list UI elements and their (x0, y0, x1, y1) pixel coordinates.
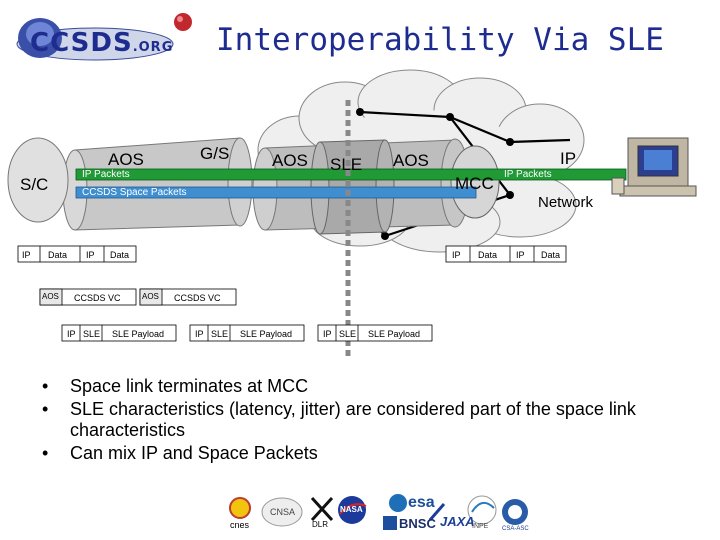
nasa-logo-text: NASA (340, 505, 363, 514)
network-nodes (356, 108, 514, 240)
aos-middle-label: AOS (272, 151, 308, 170)
stack-ip-label: IP (22, 250, 31, 260)
cnes-logo-text: cnes (230, 520, 250, 530)
stack-ip-label: IP (86, 250, 95, 260)
nasa-logo-icon (338, 496, 367, 524)
logo-wordmark: CCSDS.ORG (30, 28, 173, 58)
protocol-stack-row3 (61, 324, 433, 342)
protocol-stack-row2 (39, 288, 237, 306)
workstation-computer-icon (611, 137, 697, 197)
logo-text: CCSDS (30, 28, 133, 58)
stack-ip-label: IP (516, 250, 525, 260)
bullet-dot-icon: • (42, 399, 49, 419)
page-title: Interoperability Via SLE (216, 22, 664, 58)
bnsc-logo-text: BNSC (399, 516, 436, 531)
bullet-dot-icon: • (42, 443, 49, 463)
sc-label: S/C (20, 175, 49, 194)
ccsds-space-packets-label: CCSDS Space Packets (82, 187, 187, 198)
stack-payload-label: SLE Payload (112, 329, 165, 339)
network-label: Network (538, 194, 594, 211)
stack-sle-label: SLE (211, 329, 229, 339)
stack-ip-label: IP (67, 329, 76, 339)
footer-logos (229, 494, 528, 530)
bullet-dot-icon: • (42, 376, 49, 396)
ip-label: IP (560, 149, 577, 168)
ccsds-logo-icon (16, 13, 192, 61)
jaxa-logo-icon (428, 503, 446, 521)
stack-aos-label: AOS (42, 292, 59, 301)
ccsds-space-packets-band (75, 186, 477, 199)
ip-packets-band (75, 168, 627, 181)
bullet-text: Space link terminates at MCC (70, 376, 309, 396)
stack-data-label: Data (110, 250, 130, 260)
stack-vc-label: CCSDS VC (74, 293, 121, 303)
stack-data-label: Data (478, 250, 498, 260)
cnsa-logo-icon (261, 497, 303, 527)
stack-sle-label: SLE (83, 329, 101, 339)
stack-payload-label: SLE Payload (368, 329, 421, 339)
bullet-item: • Can mix IP and Space Packets (42, 443, 692, 464)
stack-sle-label: SLE (339, 329, 357, 339)
mcc-label: MCC (455, 174, 494, 193)
dlr-logo-text: DLR (312, 520, 329, 529)
bnsc-logo-icon (383, 516, 397, 530)
cnes-logo-icon (229, 497, 251, 519)
sc-node (7, 137, 69, 223)
stack-ip-label: IP (323, 329, 332, 339)
aos-left-label: AOS (108, 150, 144, 169)
ip-packets-left-label: IP Packets (82, 169, 130, 180)
stack-ip-label: IP (195, 329, 204, 339)
logo-suffix: .ORG (132, 40, 174, 55)
cnsa-logo-text: CNSA (270, 507, 296, 517)
stack-data-label: Data (541, 250, 561, 260)
bullet-item: • Space link terminates at MCC (42, 376, 692, 397)
inpe-logo-icon (467, 495, 497, 525)
bullet-list: • Space link terminates at MCC • SLE chara… (42, 376, 692, 466)
csa-logo-text: CSA-ASC (502, 526, 529, 532)
esa-logo-text: esa (408, 494, 435, 511)
stack-data-label: Data (48, 250, 68, 260)
stack-aos-label: AOS (142, 292, 159, 301)
ip-packets-right-label: IP Packets (504, 169, 552, 180)
inpe-logo-text: INPE (472, 523, 489, 530)
aos-right-label: AOS (393, 151, 429, 170)
bullet-text: Can mix IP and Space Packets (70, 443, 318, 463)
esa-logo-icon (389, 494, 407, 512)
jaxa-logo-text: JAXA (440, 514, 475, 529)
sle-label: SLE (330, 155, 363, 174)
stack-vc-label: CCSDS VC (174, 293, 221, 303)
mcc-node (450, 145, 500, 219)
stack-payload-label: SLE Payload (240, 329, 293, 339)
protocol-stack-row1 (17, 245, 567, 263)
csa-logo-icon (502, 499, 528, 525)
bullet-text: SLE characteristics (latency, jitter) ar… (70, 399, 636, 440)
dlr-logo-icon (310, 496, 334, 522)
gs-label: G/S (200, 144, 230, 163)
bullet-item: • SLE characteristics (latency, jitter) a… (42, 399, 692, 441)
stack-ip-label: IP (452, 250, 461, 260)
